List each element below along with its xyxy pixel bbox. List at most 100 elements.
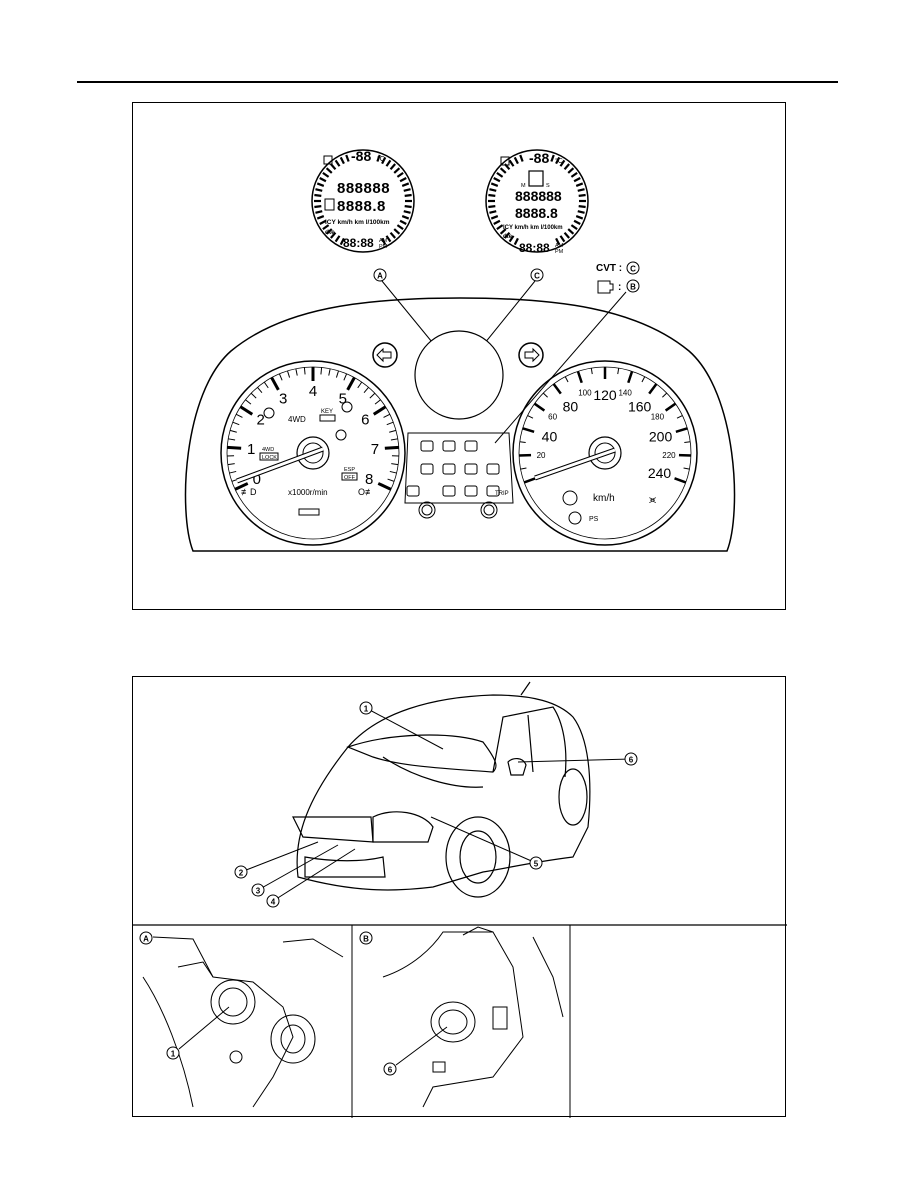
speed-tick-label: 200 <box>649 428 673 444</box>
callout-number: 4 <box>271 898 276 907</box>
detail-panel-b-label: B <box>359 931 373 945</box>
display-a-segment <box>393 167 401 174</box>
speed-tick <box>564 376 569 383</box>
display-c-segment <box>573 219 581 225</box>
tach-tick <box>389 429 397 433</box>
tach-tick <box>227 463 235 466</box>
display-a-segment <box>334 235 341 243</box>
callout-marker <box>234 865 248 879</box>
tach-unit: x1000r/min <box>288 488 328 497</box>
tach-tick <box>250 392 257 399</box>
display-c-segment <box>488 193 496 197</box>
tach-esp-bottom: OFF <box>344 475 356 481</box>
display-c-clock: 88:88 <box>519 241 550 255</box>
tach-tick <box>384 445 399 450</box>
display-c-segment <box>570 171 578 178</box>
speed-tick <box>683 467 690 470</box>
speed-tick <box>576 370 583 384</box>
tach-tick-label: 4 <box>309 383 317 400</box>
gear-indicator <box>528 170 544 187</box>
display-c-am: AM <box>555 243 564 249</box>
tach-tick <box>303 367 306 375</box>
check-engine-icon <box>597 280 614 294</box>
check-engine-lamp-icon <box>420 463 434 475</box>
svg-text:1: 1 <box>171 1050 176 1059</box>
tach-tick <box>346 376 356 391</box>
display-a-segment <box>339 156 345 165</box>
display-a-segment <box>315 188 323 192</box>
display-a-segment <box>403 210 411 214</box>
knob-left <box>418 501 436 519</box>
svg-text::: : <box>618 282 621 293</box>
callout-leader <box>272 848 356 902</box>
display-a-segment <box>385 159 392 167</box>
speed-tick-label: 180 <box>651 412 665 421</box>
svg-text:6: 6 <box>388 1066 393 1075</box>
headlight-lamp-icon <box>464 440 478 452</box>
tach-tick <box>383 413 391 418</box>
display-c-segment <box>559 235 566 243</box>
tach-tick-label: 1 <box>247 441 255 458</box>
tach-tick <box>335 370 339 378</box>
tach-tick <box>343 373 348 381</box>
airbag-lamp-icon <box>442 440 456 452</box>
tach-tick <box>229 470 237 474</box>
trip-lamp-icon <box>486 485 500 497</box>
callout-number: 2 <box>239 869 244 878</box>
display-c-gear-m: M <box>521 183 526 189</box>
speed-tick-label: 120 <box>593 387 617 403</box>
tire-pressure-icon <box>341 401 353 413</box>
front-fog-icon: ≢D <box>241 487 257 497</box>
display-c-segment <box>489 188 497 192</box>
tach-tick-label: 0 <box>253 471 261 488</box>
display-c-segment <box>567 228 575 235</box>
tach-tick <box>390 438 398 441</box>
display-c-segment <box>490 215 499 220</box>
speed-tick-label: 220 <box>662 451 676 460</box>
display-c-segment <box>493 177 501 183</box>
display-a-segment <box>381 237 387 246</box>
display-a-segment <box>389 231 396 239</box>
tach-tick-label: 8 <box>365 471 373 488</box>
tach-tick <box>377 482 392 491</box>
display-a-segment <box>325 167 333 174</box>
tach-4wd-lock-bottom: LOCK <box>262 455 277 461</box>
center-display-window <box>414 330 504 420</box>
tach-tick <box>263 381 269 389</box>
abs-icon <box>568 511 582 525</box>
display-a-segment <box>385 235 392 243</box>
display-a: -88 °C 888888 8888.8 ICY km/h km l/100km… <box>311 148 415 253</box>
detail-panel-a <box>142 936 344 1108</box>
callout-leader <box>257 844 339 891</box>
speed-tick <box>522 427 535 433</box>
display-a-segment <box>319 219 327 225</box>
display-a-segment <box>345 154 350 162</box>
display-c-segment <box>578 193 586 197</box>
speed-lamp-icon <box>406 485 420 497</box>
tach-tick-label: 3 <box>279 391 287 408</box>
display-a-segment <box>399 219 407 225</box>
tach-key-label: KEY <box>321 409 333 415</box>
display-c-segment <box>575 215 584 220</box>
speed-tick-label: 240 <box>648 465 672 481</box>
tach-tick <box>372 405 387 416</box>
display-a-segment <box>319 177 327 183</box>
display-c-segment <box>573 177 581 183</box>
svg-text:A: A <box>377 272 383 281</box>
warning-lamp-panel: TRIP <box>404 432 514 519</box>
display-a-segment <box>393 228 401 235</box>
display-c-segment <box>570 224 578 231</box>
detail-panel-a-callout: 1 <box>166 1006 230 1060</box>
display-a-segment <box>376 154 381 162</box>
display-a-segment <box>334 159 341 167</box>
speed-tick-label: 40 <box>542 428 558 444</box>
speed-tick-label: 60 <box>548 412 557 421</box>
display-a-segment <box>389 163 396 171</box>
speed-tick-label: 80 <box>563 398 579 414</box>
turn-right-icon <box>518 342 544 368</box>
tach-tick <box>357 381 363 389</box>
tach-tick <box>387 478 395 482</box>
